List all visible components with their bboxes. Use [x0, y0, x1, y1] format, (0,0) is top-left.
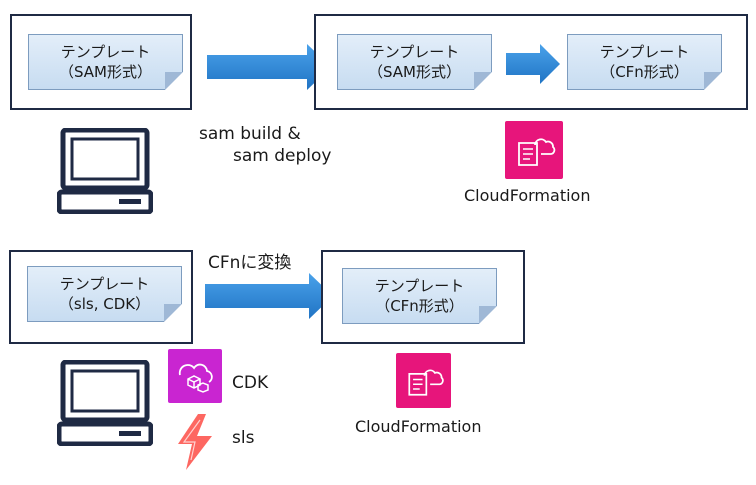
cloudformation-icon: [505, 121, 563, 179]
sam-command-line2: sam deploy: [233, 146, 332, 166]
sls-label: sls: [232, 428, 255, 448]
template-doc-sam-aws: テンプレート （SAM形式）: [337, 34, 492, 90]
arrow-right-icon: [207, 44, 331, 90]
cdk-label: CDK: [232, 373, 269, 393]
doc-title: テンプレート: [60, 43, 151, 61]
arrow-right-icon: [205, 273, 333, 319]
doc-format: （SAM形式）: [367, 63, 461, 81]
cdk-icon: [168, 349, 222, 403]
doc-title: テンプレート: [599, 43, 690, 61]
serverless-icon: [178, 414, 212, 470]
sam-command-line1: sam build &: [199, 124, 301, 144]
computer-icon: [57, 360, 153, 446]
convert-command: CFnに変換: [208, 253, 292, 273]
arrow-right-icon: [506, 44, 560, 84]
doc-format: （sls, CDK）: [58, 295, 151, 313]
doc-format: （SAM形式）: [58, 63, 152, 81]
doc-title: テンプレート: [374, 277, 465, 295]
doc-format: （CFn形式）: [375, 297, 464, 315]
template-doc-sls-cdk: テンプレート （sls, CDK）: [27, 266, 182, 322]
doc-title: テンプレート: [369, 43, 460, 61]
doc-format: （CFn形式）: [600, 63, 689, 81]
cloudformation-icon: [396, 353, 451, 408]
cloudformation-label: CloudFormation: [355, 417, 482, 436]
computer-icon: [57, 128, 153, 214]
template-doc-cfn-aws: テンプレート （CFn形式）: [567, 34, 722, 90]
template-doc-sam-local: テンプレート （SAM形式）: [28, 34, 183, 90]
template-doc-cfn-aws-2: テンプレート （CFn形式）: [342, 268, 497, 324]
doc-title: テンプレート: [59, 275, 150, 293]
cloudformation-label: CloudFormation: [464, 186, 591, 205]
